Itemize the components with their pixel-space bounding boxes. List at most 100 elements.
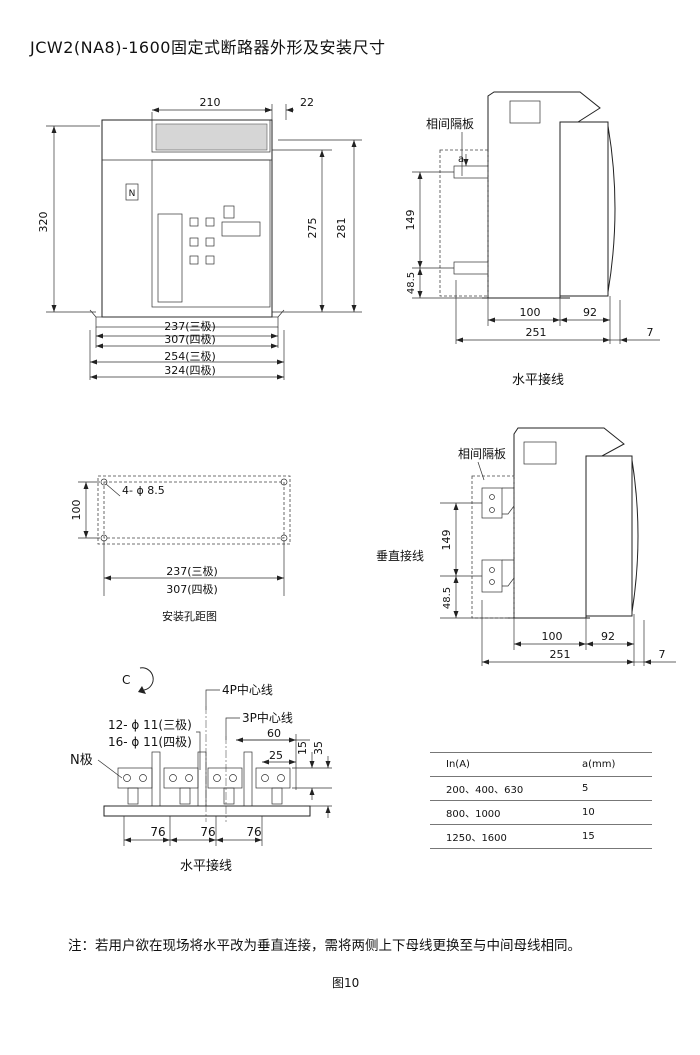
mounting-outline — [97, 475, 291, 545]
terminal-pole-1 — [163, 767, 199, 805]
side-top-label-vertical — [523, 441, 557, 465]
caption-horizontal: 水平接线 — [512, 372, 564, 388]
lower-terminal-vertical — [481, 559, 503, 593]
terminal-base — [103, 805, 311, 817]
terminal-layout: C 4P中心线 3P中心线 12- ϕ 11(三极) 16- ϕ 11(四极) … — [70, 667, 332, 874]
dim-149: 149 — [404, 210, 417, 231]
holes-3p-label: 12- ϕ 11(三极) — [108, 718, 192, 732]
phase-barrier-plate — [197, 751, 207, 807]
side-top-label — [509, 100, 541, 124]
side-front-panel-vertical — [585, 455, 633, 617]
side-front-cover — [607, 125, 616, 293]
table-row: 200、400、630 5 — [430, 776, 652, 801]
dim-48-5-vertical: 48.5 — [442, 587, 453, 609]
upper-terminal-vertical — [481, 487, 503, 519]
dim-w1: 237(三极) — [164, 319, 216, 333]
mount-dim-w2: 307(四极) — [166, 582, 218, 596]
dim-width-top: 210 — [200, 96, 221, 109]
mount-hole — [100, 478, 108, 486]
dim-height-right-b: 281 — [335, 218, 348, 239]
terminal-pole-3 — [255, 767, 291, 805]
table-cell: 1250、1600 — [430, 824, 566, 849]
mounting-hole-plan: 4- ϕ 8.5 100 237(三极) 307(四极) 安装孔距图 — [70, 475, 291, 623]
table-row: 800、1000 10 — [430, 800, 652, 825]
dim-92-vertical: 92 — [601, 630, 615, 643]
dim-100-vertical: 100 — [542, 630, 563, 643]
upper-busbar — [453, 165, 489, 179]
dim-60: 60 — [267, 727, 281, 740]
table-header-row: In(A) a(mm) — [430, 752, 652, 777]
base-plate — [95, 316, 279, 328]
mount-caption: 安装孔距图 — [162, 609, 217, 623]
page-title: JCW2(NA8)-1600固定式断路器外形及安装尺寸 — [30, 38, 386, 57]
a-label: a — [458, 154, 464, 165]
dim-height-right-a: 275 — [306, 218, 319, 239]
dim-w3: 254(三极) — [164, 349, 216, 363]
dim-height-left: 320 — [37, 212, 50, 233]
handle-knob — [223, 205, 235, 219]
dim-15: 15 — [296, 741, 309, 755]
terminal-pole-n — [117, 767, 153, 805]
rotation-arrow-icon — [139, 667, 154, 691]
dim-251: 251 — [526, 326, 547, 339]
table-cell: 200、400、630 — [430, 776, 566, 801]
barrier-label-vertical: 相间隔板 — [458, 447, 506, 461]
dim-149-vertical: 149 — [440, 530, 453, 551]
dim-92: 92 — [583, 306, 597, 319]
c-label: C — [122, 673, 130, 687]
side-view-horizontal: 相间隔板 a 149 48.5 100 92 251 7 水平接线 — [404, 91, 660, 388]
center-4p-label: 4P中心线 — [222, 682, 273, 697]
table-cell: 10 — [566, 800, 652, 825]
mount-dim-w1: 237(三极) — [166, 564, 218, 578]
top-panel — [151, 119, 271, 153]
dim-w2: 307(四极) — [164, 332, 216, 346]
dim-25: 25 — [269, 749, 283, 762]
phase-barrier-plate — [243, 751, 253, 807]
center-3p-label: 3P中心线 — [242, 710, 293, 725]
holes-4p-label: 16- ϕ 11(四极) — [108, 735, 192, 749]
barrier-label: 相间隔板 — [426, 117, 474, 131]
side-front-cover-vertical — [631, 459, 639, 613]
phase-barrier-vertical — [471, 475, 515, 619]
dim-offset-top: 22 — [300, 96, 314, 109]
side-front-panel — [559, 121, 609, 297]
front-view: N 210 22 320 275 281 — [37, 96, 362, 380]
dim-35: 35 — [312, 741, 325, 755]
dim-48-5: 48.5 — [406, 272, 417, 294]
n-plate — [125, 183, 139, 201]
dim-7-vertical: 7 — [659, 648, 666, 661]
table-row: 1250、1600 15 — [430, 824, 652, 849]
side-view-vertical: 相间隔板 垂直接线 149 48.5 100 92 251 7 — [376, 427, 676, 666]
mount-hole — [280, 478, 288, 486]
handle-bar — [221, 221, 261, 237]
figure-label: 图10 — [332, 976, 360, 990]
footnote: 注：若用户欲在现场将水平改为垂直连接，需将两侧上下母线更换至与中间母线相同。 — [68, 938, 581, 954]
hole-label: 4- ϕ 8.5 — [122, 484, 165, 497]
pitch-2: 76 — [200, 825, 215, 839]
terminal-caption: 水平接线 — [180, 858, 232, 874]
n-pole-label: N极 — [70, 753, 93, 768]
side-body — [487, 91, 601, 299]
vertical-connection-label: 垂直接线 — [376, 548, 424, 563]
table-cell: 15 — [566, 824, 652, 849]
dim-w4: 324(四极) — [164, 363, 216, 377]
arc-chute-grid — [155, 123, 268, 151]
n-label: N — [129, 189, 136, 199]
phase-barrier — [439, 149, 489, 297]
table-cell: 5 — [566, 776, 652, 801]
phase-barrier-plate — [151, 751, 161, 807]
pitch-1: 76 — [150, 825, 165, 839]
dim-251-vertical: 251 — [550, 648, 571, 661]
rating-table: In(A) a(mm) 200、400、630 5 800、1000 10 12… — [430, 752, 652, 849]
front-panel — [151, 159, 271, 308]
table-header-cell: In(A) — [430, 752, 566, 777]
terminal-pole-2 — [207, 767, 243, 805]
lower-busbar — [453, 261, 489, 275]
dim-7: 7 — [647, 326, 654, 339]
display-window — [157, 213, 183, 303]
dim-100: 100 — [520, 306, 541, 319]
table-header-cell: a(mm) — [566, 752, 652, 777]
mount-dim-100: 100 — [70, 500, 83, 521]
table-cell: 800、1000 — [430, 800, 566, 825]
